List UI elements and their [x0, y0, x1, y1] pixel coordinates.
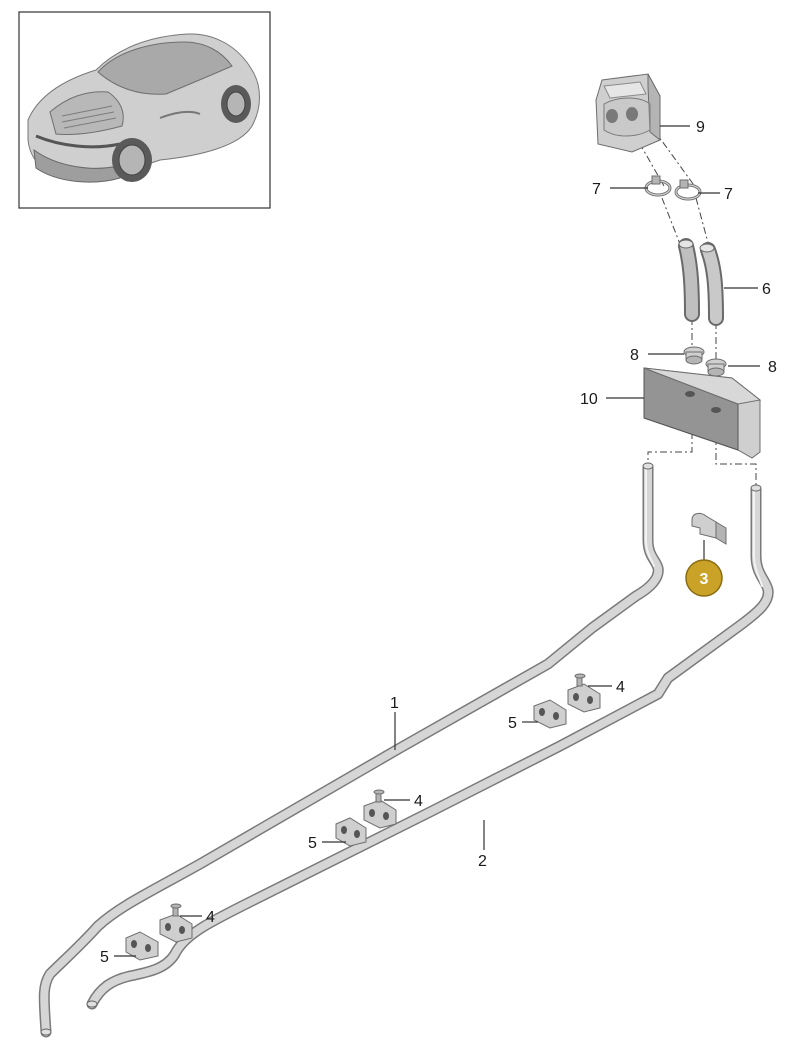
callout-9: 9	[696, 119, 705, 136]
callout-5-middle: 5	[308, 835, 317, 852]
part-8-grommet-right[interactable]	[705, 358, 727, 377]
callout-5-upper: 5	[508, 715, 517, 732]
callout-4-upper: 4	[616, 679, 625, 696]
part-4-clamp-upper[interactable]	[567, 673, 601, 713]
callout-4-middle: 4	[414, 793, 423, 810]
part-7-clamp-left[interactable]	[644, 175, 672, 197]
callout-8-right: 8	[768, 359, 777, 376]
part-4-clamp-lower[interactable]	[159, 903, 193, 943]
callout-1: 1	[390, 695, 399, 712]
part-3-clip[interactable]	[691, 512, 727, 545]
part-5-holder-middle[interactable]	[335, 817, 367, 847]
car-thumbnail[interactable]	[18, 11, 271, 209]
part-8-grommet-left[interactable]	[683, 346, 705, 365]
callout-labels: 9 7 7 6 8 8 10 1 2 4 5 4 5 4 5	[100, 119, 777, 966]
part-9-module[interactable]	[595, 73, 661, 153]
callout-8-left: 8	[630, 347, 639, 364]
callout-2: 2	[478, 853, 487, 870]
callout-10: 10	[580, 391, 598, 408]
callout-7-right: 7	[724, 186, 733, 203]
part-2-pipe[interactable]	[86, 484, 774, 1010]
callout-6: 6	[762, 281, 771, 298]
leader-lines	[114, 125, 760, 957]
callout-4-lower: 4	[206, 909, 215, 926]
assembly-lines	[631, 129, 757, 488]
part-5-holder-upper[interactable]	[533, 699, 567, 729]
badge-circle	[685, 559, 723, 597]
part-10-block[interactable]	[643, 367, 762, 459]
part-4-clamp-middle[interactable]	[363, 789, 397, 829]
part-3-highlight-badge[interactable]: 3	[685, 559, 723, 597]
callout-5-lower: 5	[100, 949, 109, 966]
sports-car-rear-three-quarter-icon	[27, 33, 260, 183]
part-6-hoses[interactable]	[678, 238, 724, 326]
part-1-pipe[interactable]	[38, 462, 664, 1038]
callout-7-left: 7	[592, 181, 601, 198]
callout-3: 3	[700, 571, 709, 588]
part-7-clamp-right[interactable]	[674, 179, 702, 201]
part-5-holder-lower[interactable]	[125, 931, 159, 961]
